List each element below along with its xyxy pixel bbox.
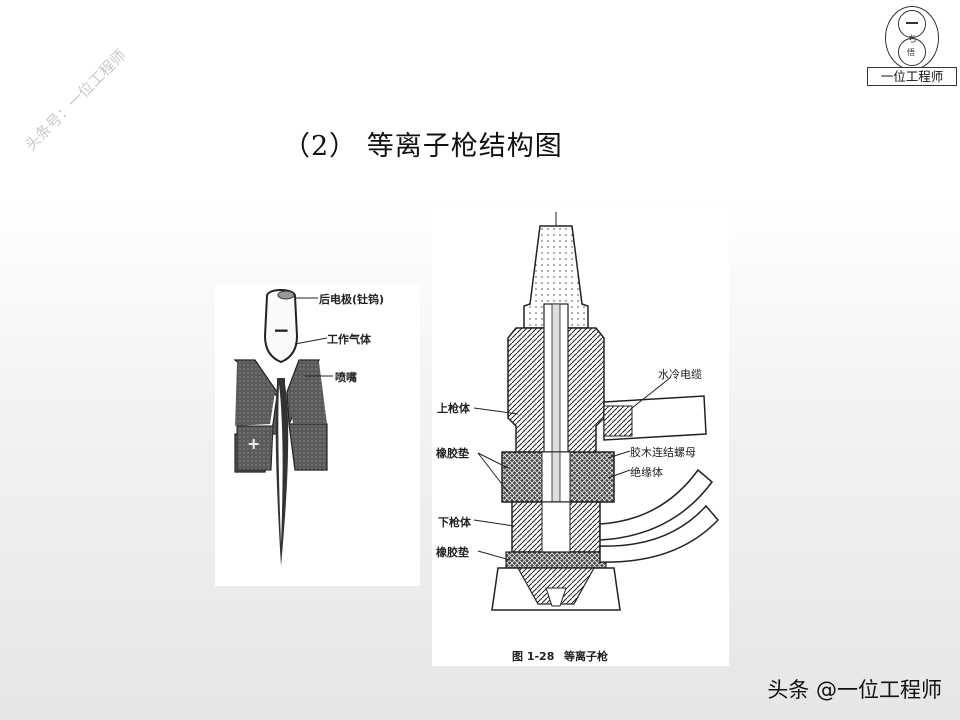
minus-sign: −	[273, 318, 290, 342]
label-working-gas: 工作气体	[327, 333, 371, 346]
label-rubber-gasket-upper: 橡胶垫	[436, 447, 469, 460]
logo-label: 一位工程师	[867, 67, 957, 86]
nozzle-drawing	[233, 289, 333, 566]
nozzle-diagram: − + 后电极(钍钨) 工作气体 喷嘴	[215, 284, 420, 586]
plasma-gun-drawing	[473, 212, 720, 611]
label-lower-gun-body: 下枪体	[438, 516, 471, 529]
plus-sign: +	[247, 434, 261, 453]
figure-number: 图 1-28	[512, 650, 555, 663]
label-water-cooled-cable: 水冷电缆	[658, 368, 702, 381]
label-bakelite-nut: 胶木连结螺母	[630, 446, 696, 459]
label-rear-electrode: 后电极(钍钨)	[319, 293, 385, 306]
label-upper-gun-body: 上枪体	[437, 402, 470, 415]
logo: ち 悟 一位工程师	[867, 4, 957, 86]
label-nozzle: 喷嘴	[335, 371, 357, 384]
plasma-gun-diagram: 水冷电缆 胶木连结螺母 绝缘体 上枪体 橡胶垫 下枪体 橡胶垫 图 1-28 等…	[432, 208, 729, 666]
label-insulator: 绝缘体	[630, 466, 663, 479]
logo-bottom-glyph: 悟	[907, 48, 915, 57]
logo-emblem-icon: ち 悟	[885, 6, 939, 70]
footer-credit: 头条 @一位工程师	[767, 678, 942, 702]
logo-mid-glyph: ち	[908, 35, 918, 45]
figure-caption: 等离子枪	[564, 650, 608, 663]
slide-title: （2） 等离子枪结构图	[283, 131, 563, 162]
watermark-text: 头条号：一位工程师	[21, 45, 130, 155]
label-rubber-gasket-lower: 橡胶垫	[436, 546, 469, 559]
